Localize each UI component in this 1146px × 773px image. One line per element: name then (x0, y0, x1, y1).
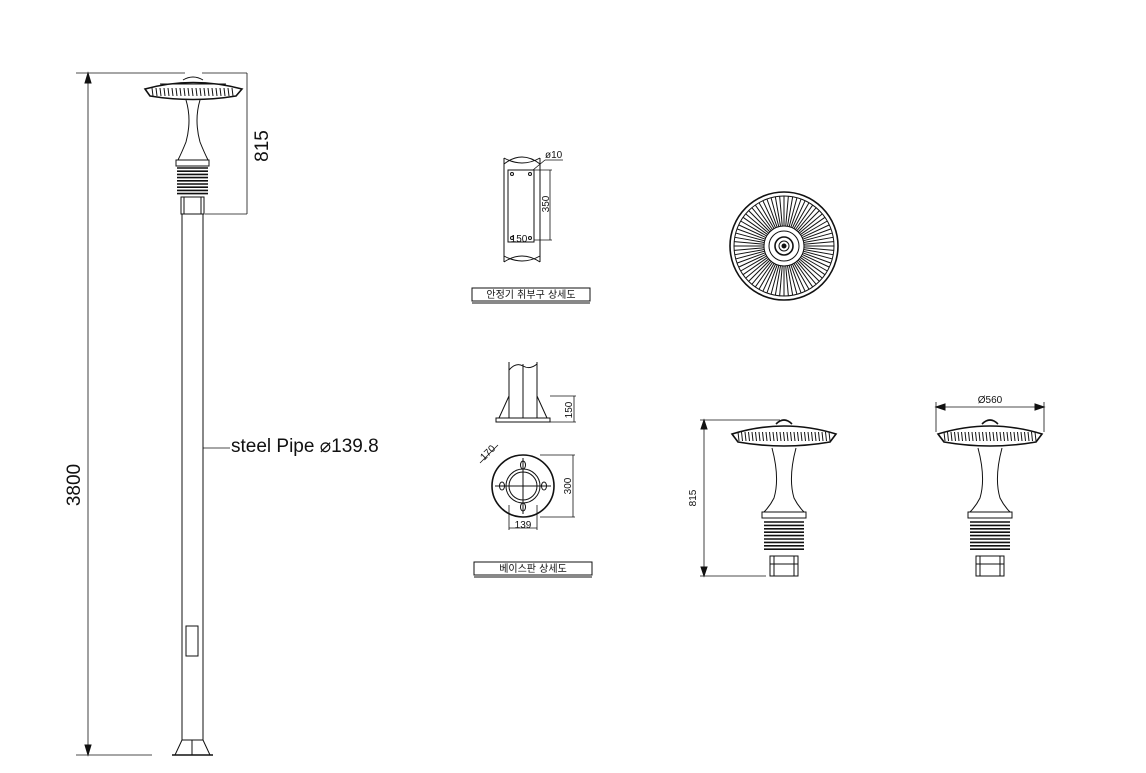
hole-dia-label: ø10 (545, 150, 563, 161)
luminaire-top-view (729, 191, 839, 301)
plate-size-label: 300 (563, 477, 574, 494)
base-plate-detail: 150 170 300 139 베이스판 상세도 (473, 362, 593, 578)
pole-lamp-head (143, 76, 244, 215)
luminaire-front-view: 815 (688, 418, 838, 578)
pole-elevation: 3800 815 steel Pipe ⌀139 (64, 71, 379, 757)
bolt-spacing-label: 170 (478, 443, 498, 463)
ballast-caption: 안정기 취부구 상세도 (486, 289, 575, 301)
pipe-dia-label: 139 (515, 520, 532, 531)
luminaire-height-label: 815 (252, 130, 273, 162)
ballast-height-label: 350 (541, 195, 552, 212)
base-caption: 베이스판 상세도 (499, 563, 567, 575)
front-height-label: 815 (688, 489, 699, 506)
access-door (185, 625, 199, 657)
luminaire-side-view: Ø560 (934, 395, 1046, 577)
total-height-label: 3800 (64, 464, 85, 506)
pipe-label: steel Pipe ⌀139.8 (231, 436, 379, 457)
ballast-width-label: 150 (511, 234, 528, 245)
side-width-label: Ø560 (978, 395, 1003, 406)
ballast-mount-detail: ø10 350 150 안정기 취부구 상세도 (471, 150, 591, 304)
rib-height-label: 150 (564, 401, 575, 418)
